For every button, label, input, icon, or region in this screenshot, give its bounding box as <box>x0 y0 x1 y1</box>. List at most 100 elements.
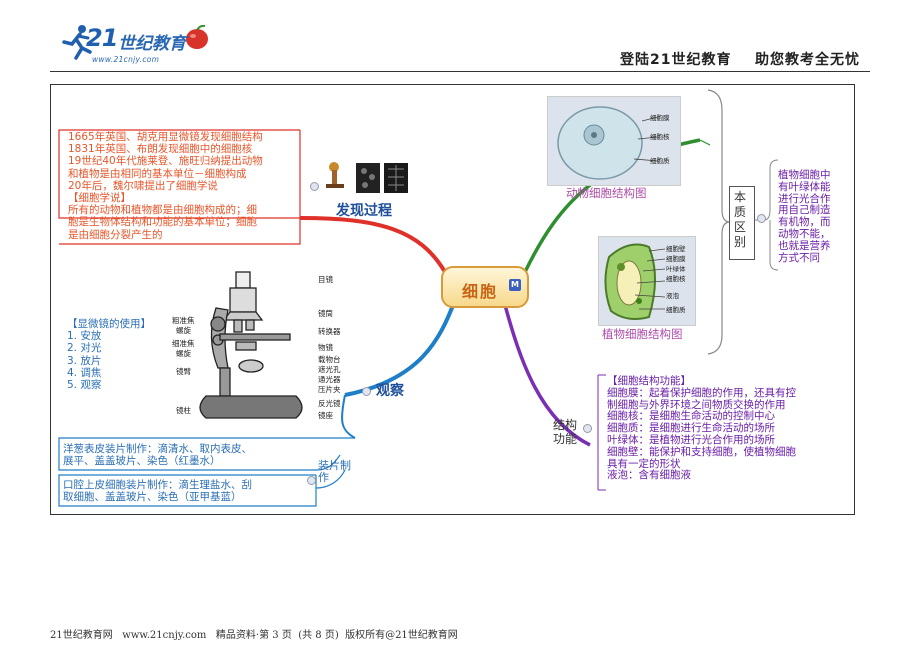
map-badge-icon[interactable]: M <box>509 279 521 291</box>
discovery-line: 20年后，魏尔啸提出了细胞学说 <box>68 179 218 192</box>
observe-branch-label[interactable]: 观察 <box>376 383 404 399</box>
apple-logo-icon <box>186 24 208 49</box>
animal-cell-picture <box>547 96 681 186</box>
discovery-text: 1665年英国、胡克用显微镜发现细胞结构 1831年英国、布朗发现细胞中的细胞核… <box>68 131 303 241</box>
discovery-line: 19世纪40年代施莱登、施旺归纳提出动物 <box>68 155 263 168</box>
cork-cells-image-icon <box>356 163 408 193</box>
logo-number: 21 <box>86 24 118 52</box>
cheek-slide-line: 取细胞、盖盖玻片、染色（亚甲基蓝） <box>63 491 242 504</box>
microscope-step: 4. 调焦 <box>67 366 102 379</box>
header-divider <box>50 71 870 72</box>
center-node[interactable] <box>441 266 529 308</box>
plant-part-membrane: 细胞膜 <box>666 255 686 263</box>
microscope-usage: 【显微镜的使用】 1. 安放 2. 对光 3. 放片 4. 调焦 5. 观察 <box>67 318 167 391</box>
part-base: 镜座 <box>318 411 333 420</box>
onion-slide-text: 洋葱表皮装片制作：滴清水、取内表皮、 展平、盖盖玻片、染色（红墨水） <box>63 443 323 467</box>
plant-part-vacuole: 液泡 <box>666 292 679 300</box>
collapse-difference-icon[interactable] <box>757 214 766 223</box>
difference-note-line: 进行光合作 <box>778 192 831 205</box>
structure-line: 细胞膜：起着保护细胞的作用，还具有控 <box>607 386 796 399</box>
plant-cell-caption: 植物细胞结构图 <box>602 327 683 341</box>
cheek-slide-line: 口腔上皮细胞装片制作：滴生理盐水、刮 <box>63 479 252 491</box>
slide-branch-label[interactable]: 装片制作 <box>318 459 351 485</box>
plant-part-wall: 细胞壁 <box>666 245 686 253</box>
part-stage: 载物台 <box>318 355 341 364</box>
hand-microscope-icon <box>326 162 344 188</box>
structure-line: 细胞质：是细胞进行生命活动的场所 <box>607 422 775 435</box>
part-coarse-focus: 粗准焦 <box>172 316 195 325</box>
discovery-line: 胞是生物体结构和功能的基本单位；细胞 <box>68 216 257 229</box>
structure-line: 细胞核：是细胞生命活动的控制中心 <box>607 410 775 423</box>
mind-map-frame <box>50 84 855 515</box>
plant-part-cytoplasm: 细胞质 <box>666 306 686 314</box>
structure-branch-label[interactable]: 结构功能 <box>552 418 577 446</box>
animal-cell-icon <box>557 106 659 180</box>
microscope-diagram-icon <box>199 271 303 419</box>
collapse-discovery-icon[interactable] <box>310 182 319 191</box>
page-footer: 21世纪教育网 www.21cnjy.com 精品资料·第 3 页 (共 8 页… <box>50 630 458 641</box>
microscope-step: 2. 对光 <box>67 342 102 355</box>
runner-logo-icon <box>62 25 92 60</box>
discovery-line: 所有的动物和植物都是由细胞构成的；细 <box>68 204 257 217</box>
onion-slide-line: 洋葱表皮装片制作：滴清水、取内表皮、 <box>63 443 252 455</box>
part-coarse-focus-2: 螺旋 <box>176 326 191 335</box>
structure-line: 叶绿体：是植物进行光合作用的场所 <box>607 433 775 446</box>
difference-note-line: 植物细胞中 <box>778 169 831 181</box>
part-tube: 镜筒 <box>318 309 333 318</box>
difference-note-line: 有机物，而 <box>778 216 831 229</box>
part-nosepiece: 转换器 <box>318 327 341 336</box>
part-objective: 物镜 <box>318 343 333 352</box>
collapse-structure-icon[interactable] <box>583 424 592 433</box>
difference-note-line: 方式不同 <box>778 251 820 264</box>
center-label: 细胞 <box>462 282 499 301</box>
animal-part-nucleus: 细胞核 <box>650 133 670 141</box>
part-arm: 镜臂 <box>176 367 191 376</box>
logo-text: 世纪教育 <box>118 34 186 54</box>
microscope-usage-title: 【显微镜的使用】 <box>67 318 151 330</box>
header-slogan: 登陆21世纪教育 助您教考全无忧 <box>620 52 860 68</box>
difference-note-line: 用自己制造 <box>778 204 831 217</box>
logo-url: www.21cnjy.com <box>92 55 160 64</box>
discovery-bracket <box>58 129 300 219</box>
plant-cell-icon <box>604 243 666 320</box>
animal-part-membrane: 细胞膜 <box>650 114 670 122</box>
microscope-step: 3. 放片 <box>67 354 102 367</box>
structure-line: 细胞壁：能保护和支持细胞，使植物细胞 <box>607 445 796 458</box>
collapse-slide-icon[interactable] <box>307 476 316 485</box>
animal-cell-caption: 动物细胞结构图 <box>566 186 647 200</box>
difference-note-line: 也就是营养 <box>778 239 831 252</box>
discovery-line: 是由细胞分裂产生的 <box>68 228 163 241</box>
part-pillar: 镜柱 <box>176 406 191 415</box>
part-fine-focus: 细准焦 <box>172 339 195 348</box>
difference-branch-label: 本质区别 <box>734 190 747 249</box>
connector-discovery <box>299 216 447 274</box>
part-aperture: 遮光孔 <box>318 365 341 374</box>
microscope-step: 5. 观察 <box>67 379 102 392</box>
discovery-line: 1665年英国、胡克用显微镜发现细胞结构 <box>68 131 263 143</box>
difference-note-line: 动物不能， <box>778 227 831 240</box>
microscope-step: 1. 安放 <box>67 330 102 343</box>
difference-brace <box>707 89 731 355</box>
part-fine-focus-2: 螺旋 <box>176 349 191 358</box>
discovery-line: 和植物是由相同的基本单位－细胞构成 <box>68 167 247 180</box>
part-mirror: 反光镜 <box>318 399 341 408</box>
collapse-observe-icon[interactable] <box>362 387 371 396</box>
difference-note: 植物细胞中 有叶绿体能 进行光合作 用自己制造 有机物，而 动物不能， 也就是营… <box>778 169 842 264</box>
discovery-line: 【细胞学说】 <box>68 192 131 205</box>
difference-box[interactable] <box>729 186 755 260</box>
plant-part-nucleus: 细胞核 <box>666 275 686 283</box>
structure-line: 具有一定的形状 <box>607 457 681 470</box>
discovery-branch-label[interactable]: 发现过程 <box>336 203 392 219</box>
structure-line: 【细胞结构功能】 <box>607 375 691 387</box>
part-eyepiece: 目镜 <box>318 275 333 284</box>
structure-line: 制细胞与外界环境之间物质交换的作用 <box>607 398 786 411</box>
onion-slide-line: 展平、盖盖玻片、染色（红墨水） <box>63 455 221 468</box>
connector-structure <box>503 304 591 447</box>
cheek-slide-text: 口腔上皮细胞装片制作：滴生理盐水、刮 取细胞、盖盖玻片、染色（亚甲基蓝） <box>63 479 323 503</box>
difference-note-line: 有叶绿体能 <box>778 180 831 193</box>
plant-part-chloroplast: 叶绿体 <box>666 265 686 273</box>
plant-cell-picture <box>598 236 696 326</box>
discovery-line: 1831年英国、布朗发现细胞中的细胞核 <box>68 143 253 156</box>
animal-part-cytoplasm: 细胞质 <box>650 157 670 165</box>
